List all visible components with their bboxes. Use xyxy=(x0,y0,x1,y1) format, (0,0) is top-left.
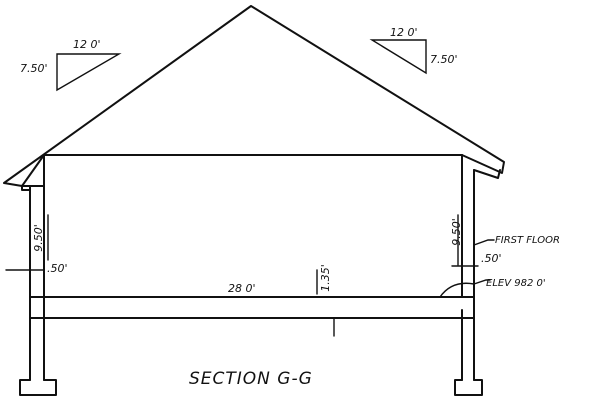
footing-left xyxy=(19,379,57,396)
floor-slab xyxy=(29,282,475,319)
elevation-leader xyxy=(473,279,491,285)
slope-right-run: 12 0' xyxy=(390,26,418,39)
interior-room xyxy=(43,154,463,298)
dim-floor-slab-left: .50' xyxy=(47,262,68,275)
elevation-label: ELEV 982 0' xyxy=(486,278,546,289)
first-floor-label: FIRST FLOOR xyxy=(495,235,560,246)
slope-left-rise: 7.50' xyxy=(20,62,48,75)
roof xyxy=(3,5,505,187)
slope-right-rise: 7.50' xyxy=(430,53,458,66)
dim-span: 28 0' xyxy=(228,282,256,295)
slope-left-run: 12 0' xyxy=(73,38,101,51)
first-floor-leader xyxy=(473,239,495,246)
dim-floor-slab-right: .50' xyxy=(481,252,502,265)
footing-right xyxy=(454,379,483,396)
slope-indicator-right xyxy=(369,39,427,75)
dim-wall-height-right: 9.50' xyxy=(450,218,463,246)
section-title: SECTION G-G xyxy=(189,369,313,389)
left-wall xyxy=(21,154,45,381)
right-wall xyxy=(461,154,501,381)
dim-floor-thickness: 1.35' xyxy=(319,264,332,292)
slope-indicator-left xyxy=(56,53,122,92)
dim-wall-height-left: 9.50' xyxy=(32,224,45,252)
